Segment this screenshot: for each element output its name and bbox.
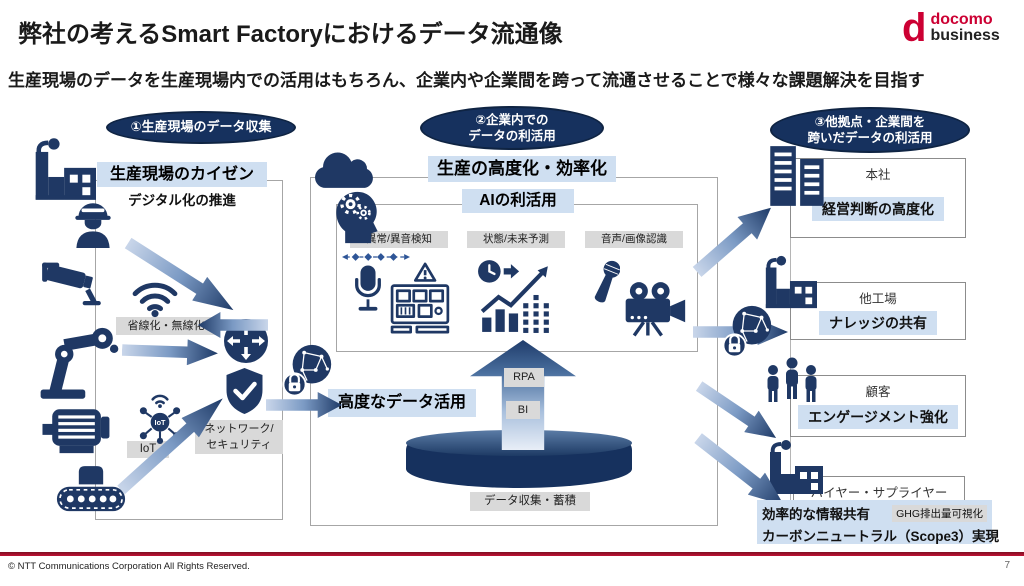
wifi-icon bbox=[128, 276, 182, 318]
shield-check-icon bbox=[221, 366, 268, 416]
ghg-badge: GHG排出量可視化 bbox=[892, 504, 987, 522]
cloud-icon bbox=[311, 146, 379, 190]
logo-sub-text: business bbox=[930, 27, 1000, 44]
digitalization-label: デジタル化の推進 bbox=[128, 193, 236, 208]
video-camera-icon bbox=[620, 280, 688, 340]
card-customer-title: 顧客 bbox=[865, 385, 891, 399]
bi-label: BI bbox=[506, 401, 540, 419]
card-headquarters-title: 本社 bbox=[865, 168, 891, 182]
factory-icon bbox=[26, 136, 100, 202]
card-customer: 顧客 エンゲージメント強化 bbox=[790, 375, 966, 437]
card-other-factory-benefit: ナレッジの共有 bbox=[819, 311, 937, 335]
studio-mic-icon bbox=[352, 262, 384, 316]
network-label-line2: セキュリティ bbox=[206, 438, 272, 451]
efficiency-label: 生産の高度化・効率化 bbox=[428, 156, 616, 182]
cctv-camera-icon bbox=[40, 260, 104, 310]
card-supplier-title: バイヤー・サプライヤー bbox=[810, 486, 948, 500]
ai-head-gears-icon bbox=[330, 186, 382, 244]
kaizen-label: 生産現場のカイゼン bbox=[97, 162, 267, 187]
badge-3-line2: 跨いだデータの利活用 bbox=[807, 131, 933, 145]
hand-mic-icon bbox=[592, 258, 620, 310]
page-subtitle: 生産現場のデータを生産現場内での活用はもちろん、企業内や企業間を跨って流通させる… bbox=[8, 71, 925, 90]
soundwave-icon bbox=[342, 252, 410, 262]
people-icon bbox=[764, 354, 820, 420]
rpa-label: RPA bbox=[504, 368, 544, 387]
badge-section-3: ③他拠点・企業間を 跨いだデータの利活用 bbox=[770, 107, 970, 153]
badge-3-line1: ③他拠点・企業間を bbox=[814, 114, 926, 129]
card-other-factory-title: 他工場 bbox=[859, 292, 897, 306]
voice-image-recognition-label: 音声/画像認識 bbox=[585, 231, 683, 248]
globe-lock-icon bbox=[282, 342, 336, 398]
supplier-benefit-box: 効率的な情報共有 GHG排出量可視化 カーボンニュートラル（Scope3）実現 bbox=[757, 500, 1000, 544]
iot-icon-text: IoT bbox=[155, 418, 166, 427]
efficient-sharing-label: 効率的な情報共有 bbox=[762, 507, 870, 522]
page-number: 7 bbox=[1004, 560, 1010, 571]
forecast-chart-icon bbox=[476, 256, 554, 336]
network-label-line1: ネットワーク/ bbox=[204, 423, 274, 435]
badge-section-2: ②企業内での データの利活用 bbox=[420, 106, 604, 150]
conveyor-icon bbox=[54, 460, 128, 516]
factory-icon bbox=[756, 254, 822, 310]
footer-accent-line bbox=[0, 552, 1024, 556]
wireless-label: 省線化・無線化 bbox=[116, 317, 216, 335]
badge-2-line1: ②企業内での bbox=[475, 112, 549, 127]
motor-icon bbox=[42, 402, 116, 458]
card-customer-benefit: エンゲージメント強化 bbox=[798, 405, 958, 429]
card-headquarters-benefit: 経営判断の高度化 bbox=[812, 197, 944, 221]
network-security-label: ネットワーク/ セキュリティ bbox=[195, 420, 283, 454]
badge-1-text: ①生産現場のデータ収集 bbox=[130, 119, 272, 135]
advanced-data-label: 高度なデータ活用 bbox=[328, 389, 476, 417]
worker-helmet-icon bbox=[70, 196, 116, 248]
carbon-neutral-label: カーボンニュートラル（Scope3）実現 bbox=[762, 529, 1000, 544]
card-other-factory: 他工場 ナレッジの共有 bbox=[790, 282, 966, 340]
machine-panel-warning-icon bbox=[390, 260, 452, 336]
robot-arm-icon bbox=[38, 314, 122, 402]
page-title: 弊社の考えるSmart Factoryにおけるデータ流通像 bbox=[18, 21, 563, 48]
data-store-label: データ収集・蓄積 bbox=[470, 492, 590, 511]
globe-lock-icon bbox=[722, 302, 776, 360]
factory-icon bbox=[760, 438, 828, 496]
anomaly-detection-label: 異常/異音検知 bbox=[350, 231, 448, 248]
docomo-business-logo: d docomo business bbox=[902, 8, 1000, 48]
headquarters-building-icon bbox=[768, 144, 828, 208]
ai-utilization-label: AIの利活用 bbox=[462, 189, 574, 213]
copyright-text: © NTT Communications Corporation All Rig… bbox=[8, 561, 250, 572]
badge-section-1: ①生産現場のデータ収集 bbox=[106, 111, 296, 144]
docomo-d-icon: d bbox=[902, 6, 927, 50]
logo-brand-text: docomo bbox=[930, 11, 993, 28]
badge-2-line2: データの利活用 bbox=[468, 129, 556, 143]
future-prediction-label: 状態/未来予測 bbox=[467, 231, 565, 248]
